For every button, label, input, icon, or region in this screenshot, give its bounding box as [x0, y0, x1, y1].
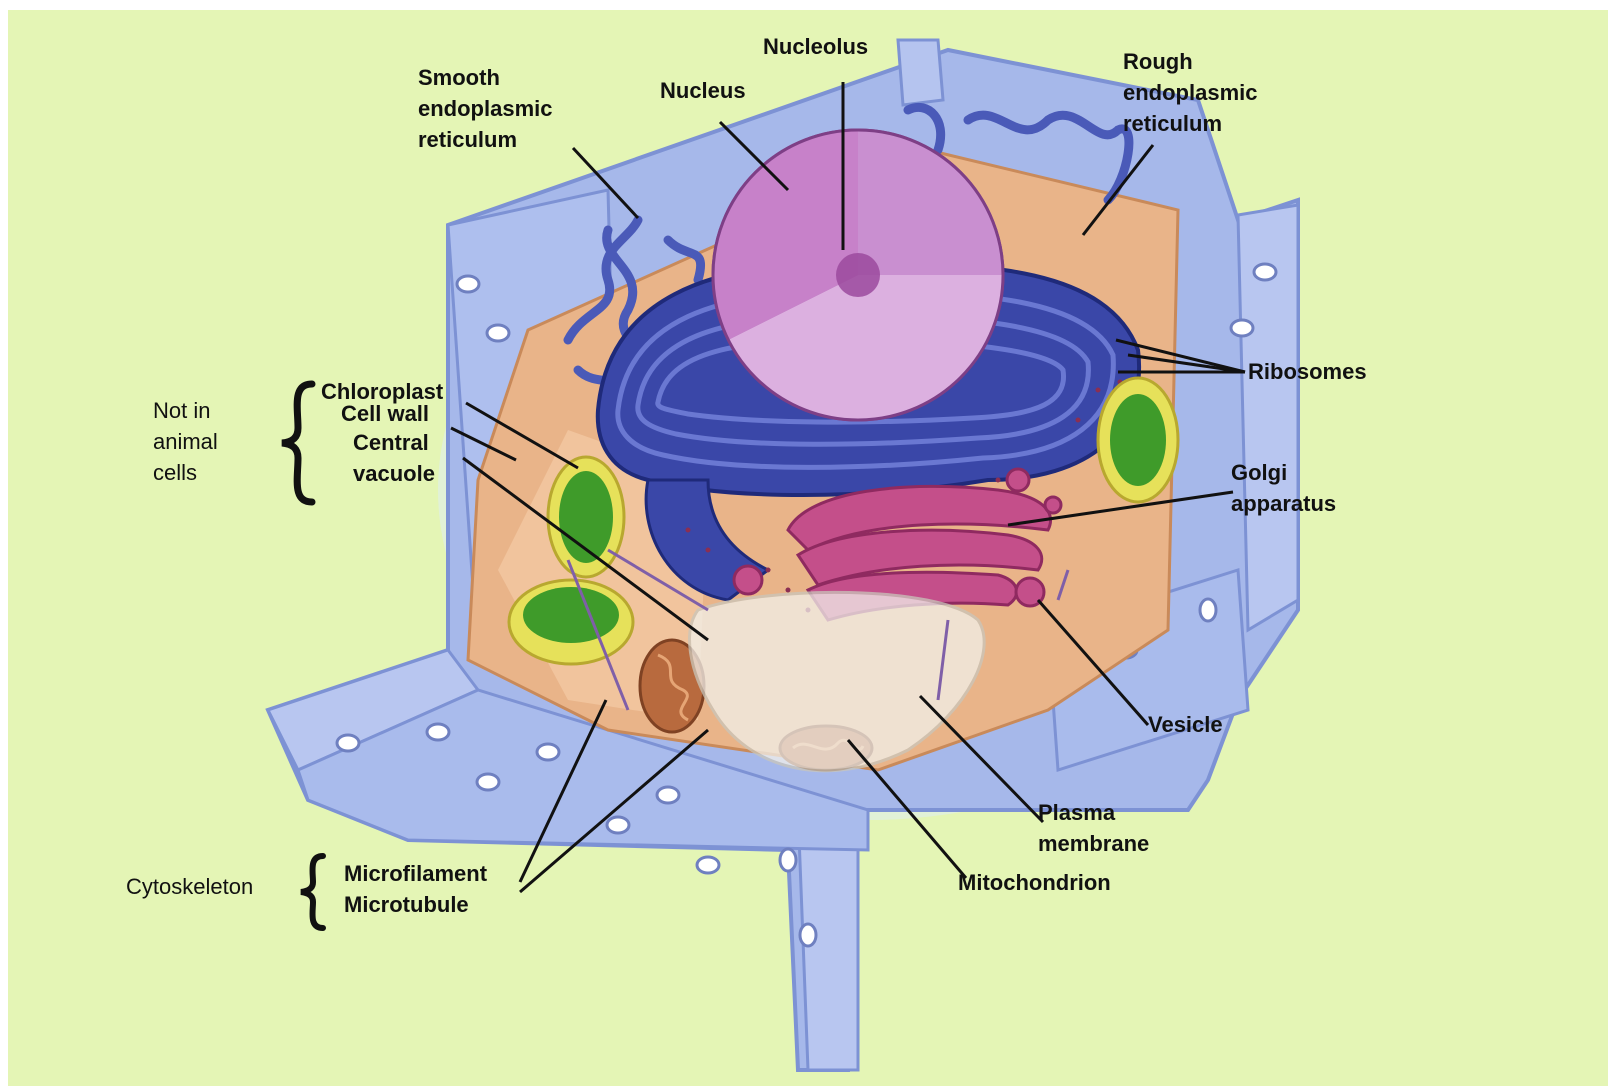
nucleus: [713, 130, 1003, 421]
label-golgi-apparatus: Golgi apparatus: [1231, 457, 1336, 519]
label-smooth-er: Smooth endoplasmic reticulum: [418, 62, 552, 155]
label-microtubule: Microtubule: [344, 889, 469, 920]
label-nucleus: Nucleus: [660, 75, 746, 106]
brace-cytoskeleton: [293, 852, 333, 932]
label-cell-wall: Cell wall: [341, 398, 429, 429]
label-microfilament: Microfilament: [344, 858, 487, 889]
group-label-cytoskeleton: Cytoskeleton: [126, 871, 253, 902]
plant-cell-diagram: Nucleolus Nucleus Smooth endoplasmic ret…: [8, 10, 1608, 1086]
nucleolus: [836, 253, 880, 297]
label-vesicle: Vesicle: [1148, 709, 1223, 740]
label-plasma-membrane: Plasma membrane: [1038, 797, 1149, 859]
diagram-canvas: [8, 10, 1608, 1086]
label-mitochondrion: Mitochondrion: [958, 867, 1111, 898]
brace-not-in-animal: [270, 378, 330, 508]
group-label-not-in-animal-cells: Not in animal cells: [153, 395, 218, 488]
label-rough-er: Rough endoplasmic reticulum: [1123, 46, 1257, 139]
label-central-vacuole: Central vacuole: [353, 427, 435, 489]
label-ribosomes: Ribosomes: [1248, 356, 1367, 387]
label-nucleolus: Nucleolus: [763, 31, 868, 62]
